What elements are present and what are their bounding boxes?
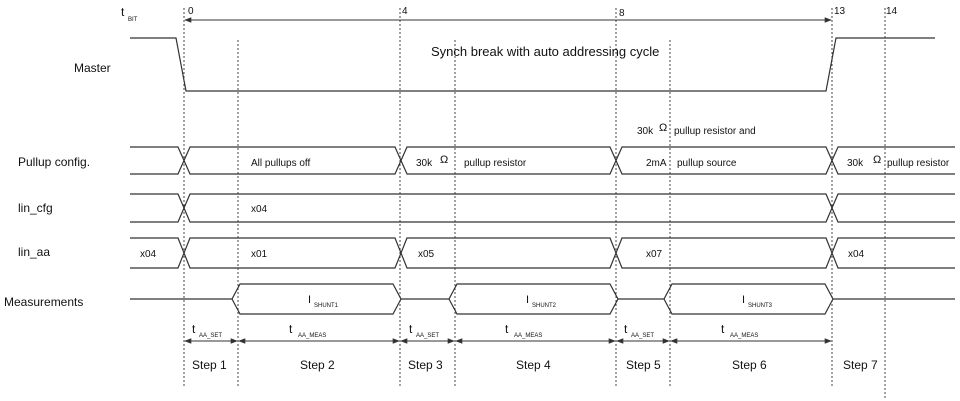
lin-cfg-bus-top — [130, 193, 955, 223]
lin-cfg-value: x04 — [251, 204, 268, 215]
step-7-label: Step 7 — [843, 358, 878, 372]
master-waveform — [130, 37, 935, 92]
lin-aa-step3: x05 — [418, 249, 435, 260]
pullup-seg5-text: pullup source — [677, 158, 737, 169]
lin-aa-before: x04 — [140, 249, 157, 260]
pullup-all-off: All pullups off — [251, 158, 311, 169]
pullup-seg7-text: pullup resistor — [887, 158, 950, 169]
pullup-note-value: 30k — [637, 126, 654, 137]
pullup-seg7-omega: Ω — [873, 154, 881, 166]
t-aa-set-3: t — [624, 322, 628, 336]
shunt3-sub: SHUNT3 — [748, 303, 773, 309]
pullup-seg3-value: 30k — [416, 158, 433, 169]
t-aa-meas-1: t — [289, 322, 293, 336]
shunt1-i: I — [308, 294, 311, 306]
tick-0: 0 — [188, 6, 194, 17]
t-aa-set-3-sub: AA_SET — [631, 333, 654, 339]
t-aa-set-2: t — [409, 322, 413, 336]
step-3-label: Step 3 — [408, 358, 443, 372]
pullup-seg3-text: pullup resistor — [464, 158, 527, 169]
t-aa-meas-2-sub: AA_MEAS — [514, 333, 542, 339]
step-6-label: Step 6 — [732, 358, 767, 372]
lin-aa-step7: x04 — [848, 249, 865, 260]
step-4-label: Step 4 — [516, 358, 551, 372]
t-aa-meas-3-sub: AA_MEAS — [730, 333, 758, 339]
pullup-note: pullup resistor and — [674, 126, 756, 137]
measurements-bottom — [231, 298, 834, 315]
master-caption: Synch break with auto addressing cycle — [431, 44, 659, 59]
t-aa-meas-3: t — [721, 322, 725, 336]
t-aa-set-2-sub: AA_SET — [416, 333, 439, 339]
t-aa-set-1-sub: AA_SET — [199, 333, 222, 339]
shunt2-sub: SHUNT2 — [532, 303, 557, 309]
tick-14: 14 — [886, 6, 898, 17]
tick-4: 4 — [402, 6, 408, 17]
t-aa-meas-2: t — [505, 322, 509, 336]
lin-aa-label: lin_aa — [18, 245, 50, 259]
step-1-label: Step 1 — [192, 358, 227, 372]
shunt2-i: I — [526, 294, 529, 306]
pullup-bus-bottom — [130, 146, 955, 175]
pullup-seg3-omega: Ω — [440, 154, 448, 166]
t-aa-set-1: t — [192, 322, 196, 336]
lin-cfg-label: lin_cfg — [18, 201, 53, 215]
t-bit-subscript: BIT — [128, 17, 138, 23]
shunt3-i: I — [742, 294, 745, 306]
measurements-top — [130, 283, 955, 300]
t-aa-meas-1-sub: AA_MEAS — [298, 333, 326, 339]
lin-cfg-bus-bottom — [130, 193, 955, 223]
t-bit-label: t — [121, 5, 125, 19]
step-2-label: Step 2 — [300, 358, 335, 372]
pullup-seg7-value: 30k — [847, 158, 864, 169]
lin-aa-bus-bottom — [130, 237, 955, 269]
lin-aa-step2: x01 — [251, 249, 268, 260]
pullup-seg5-value: 2mA — [646, 158, 667, 169]
tick-13: 13 — [834, 6, 846, 17]
master-label: Master — [74, 61, 111, 75]
pullup-config-label: Pullup config. — [18, 155, 90, 169]
lin-aa-step5: x07 — [646, 249, 663, 260]
shunt1-sub: SHUNT1 — [314, 303, 339, 309]
tick-8: 8 — [619, 8, 625, 19]
pullup-note-omega: Ω — [659, 122, 667, 134]
measurements-label: Measurements — [4, 295, 83, 309]
step-5-label: Step 5 — [626, 358, 661, 372]
